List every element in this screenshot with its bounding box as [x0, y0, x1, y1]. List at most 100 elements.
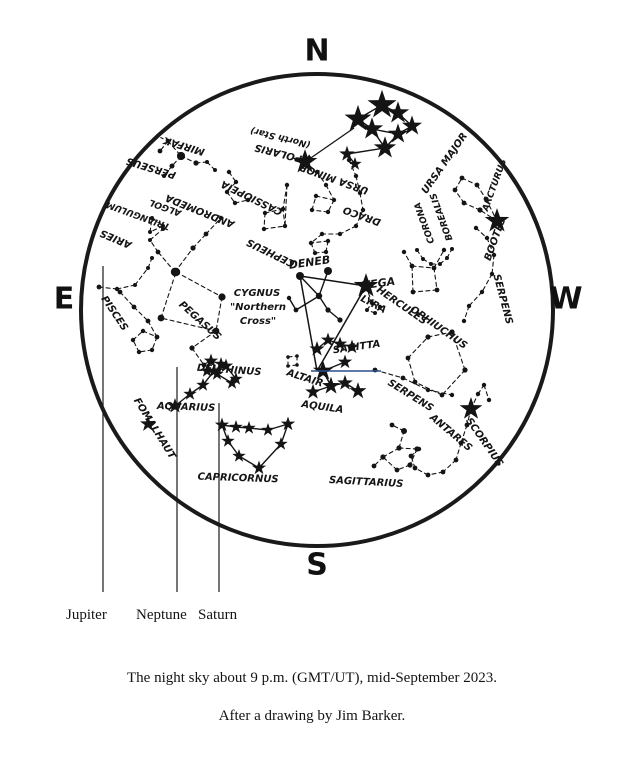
label-aries: ARIES [99, 227, 135, 250]
star-dot [434, 287, 440, 293]
constellation-line [414, 467, 429, 476]
cardinal-south: S [306, 548, 328, 583]
star-dot [145, 318, 151, 324]
cardinal-west: W [549, 282, 582, 317]
constellation-aquarius [167, 358, 243, 413]
star-glyph [339, 145, 355, 161]
constellation-line [476, 184, 487, 200]
star-dot [429, 262, 433, 266]
star-glyph [232, 448, 246, 462]
star-dot [130, 337, 136, 343]
star-dot [233, 179, 239, 185]
constellation-line [116, 284, 136, 290]
constellation-line [433, 267, 438, 291]
star-glyph [183, 386, 197, 400]
star-dot [337, 231, 343, 237]
star-glyph [320, 332, 336, 347]
star-dot [331, 197, 337, 203]
constellation-cygnus [286, 267, 343, 323]
star-dot [286, 364, 290, 368]
star-dot [452, 187, 458, 193]
star-dot [458, 440, 464, 446]
star-dot [479, 289, 485, 295]
constellation-line [475, 227, 488, 239]
star-dot [438, 262, 442, 266]
polaris-pointer-arrow [303, 127, 355, 163]
star-dot [491, 252, 497, 258]
constellation-line [263, 212, 266, 230]
star-dot [114, 286, 120, 292]
star-dot [464, 422, 470, 428]
constellation-line [149, 228, 164, 241]
star-dot [389, 422, 395, 428]
star-dot [431, 265, 437, 271]
constellation-line [258, 443, 282, 469]
star-dot [400, 375, 406, 381]
label-ursa-major: URSA MAJOR [420, 131, 470, 196]
star-dot [96, 284, 102, 290]
constellation-line [132, 330, 144, 341]
label-arcturus: ARCTURUS [481, 158, 509, 214]
star-dot [150, 216, 154, 220]
caption-primary: The night sky about 9 p.m. (GMT/UT), mid… [127, 670, 497, 686]
star-glyph [332, 336, 348, 351]
cardinal-east: E [54, 282, 75, 317]
constellation-ursa-major [339, 89, 423, 170]
star-dot [453, 457, 459, 463]
star-glyph [312, 360, 334, 380]
label-delphinus: DELPHINUS [197, 363, 262, 378]
star-dot [323, 182, 329, 188]
label-perseus: PERSEUS [125, 155, 177, 180]
star-glyph [196, 377, 210, 391]
planet-label-jupiter: Jupiter [66, 607, 107, 623]
star-dot [489, 271, 495, 277]
star-dot [445, 256, 449, 260]
star-dot [353, 223, 359, 229]
star-dot [357, 190, 363, 196]
star-dot [369, 300, 375, 306]
constellation-line [160, 271, 177, 319]
label-antares: ANTARES [427, 412, 474, 454]
constellation-cepheus [261, 182, 290, 232]
star-dot [203, 231, 209, 237]
constellation-line [157, 251, 176, 273]
constellation-line [327, 199, 335, 213]
star-dot [154, 334, 160, 340]
constellation-line [133, 306, 149, 322]
constellation-bootes [452, 175, 510, 232]
star-dot [148, 238, 152, 242]
constellation-pisces [117, 289, 160, 355]
label-draco: DRACO [341, 203, 382, 227]
star-dot [459, 175, 465, 181]
star-dot [161, 227, 165, 231]
star-glyph [221, 433, 235, 447]
star-dot [282, 223, 288, 229]
constellation-line [485, 198, 498, 222]
summer-triangle [299, 275, 367, 372]
constellation-line [355, 209, 364, 227]
constellation-line [402, 377, 429, 391]
star-dot [373, 311, 377, 315]
constellation-line [463, 305, 470, 322]
star-glyph [206, 363, 222, 378]
star-dot [380, 454, 386, 460]
constellation-sagittarius [371, 422, 420, 473]
constellation-line [427, 389, 453, 396]
constellation-line [411, 265, 414, 293]
star-dot [425, 387, 431, 393]
star-dot [157, 148, 163, 154]
star-dot [232, 200, 238, 206]
star-dot [293, 307, 299, 313]
star-dot [171, 267, 181, 277]
constellation-line [427, 331, 453, 338]
star-dot [439, 392, 445, 398]
star-dot [461, 200, 467, 206]
constellation-aquila [305, 354, 367, 399]
star-dot [414, 446, 420, 452]
constellation-line [412, 289, 438, 293]
constellation-line [481, 273, 493, 293]
constellation-line [491, 254, 495, 275]
star-glyph [218, 358, 234, 373]
star-glyph [274, 436, 288, 450]
